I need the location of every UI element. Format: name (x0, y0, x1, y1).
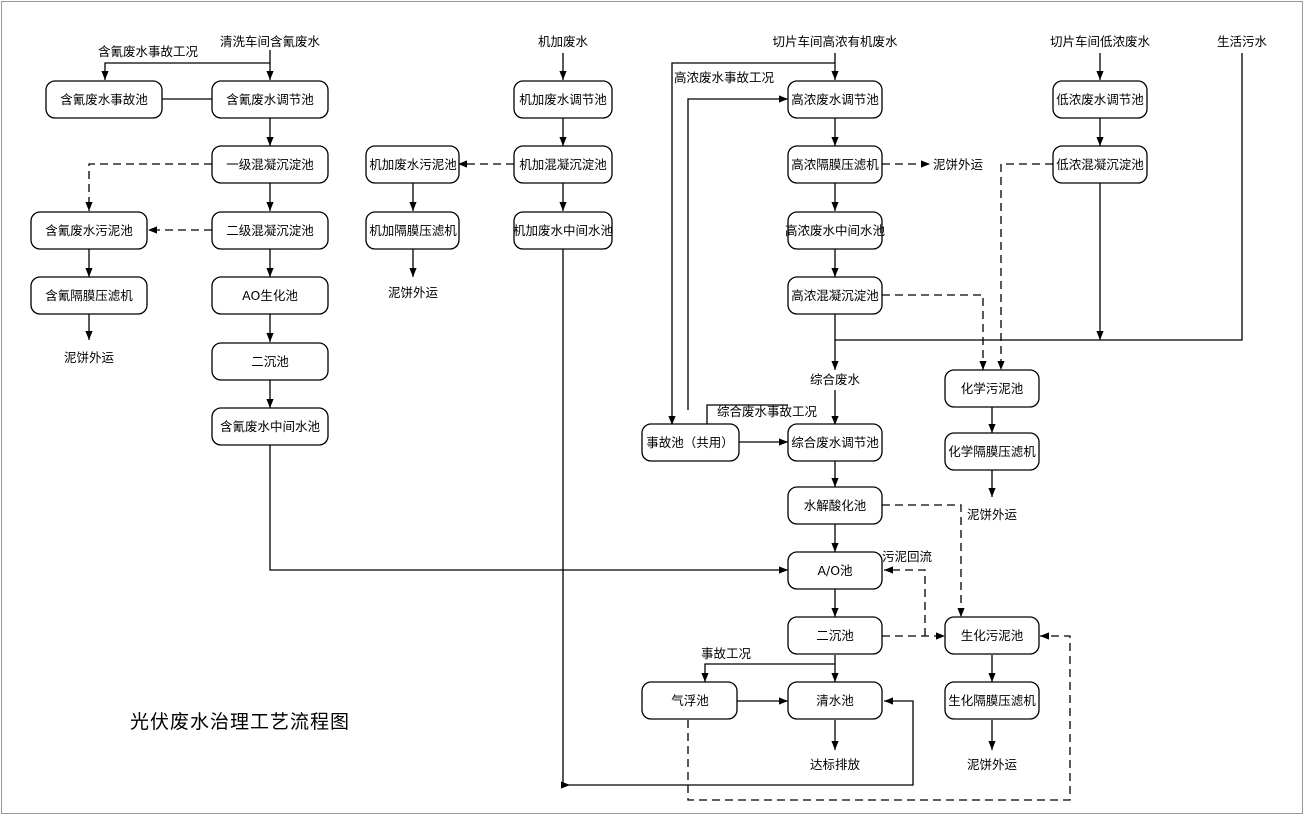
cake-out-cn: 泥饼外运 (64, 350, 115, 365)
node-cn-clarifier: 二沉池 (211, 342, 329, 381)
node-l-regulating: 低浓废水调节池 (1052, 80, 1148, 119)
node-flotation: 气浮池 (641, 681, 738, 720)
node-clarifier: 二沉池 (787, 616, 883, 655)
node-chem-filter: 化学隔膜压滤机 (944, 432, 1040, 471)
node-ao: A/O池 (787, 551, 883, 590)
source-slice-low: 切片车间低浓废水 (1050, 34, 1151, 49)
svg-text:生化污泥池: 生化污泥池 (961, 628, 1024, 643)
node-m-sludge: 机加废水污泥池 (365, 145, 460, 184)
svg-text:二沉池: 二沉池 (251, 354, 289, 369)
labels: 清洗车间含氰废水 含氰废水事故工况 机加废水 切片车间高浓有机废水 切片车间低浓… (64, 34, 1268, 772)
svg-text:AO生化池: AO生化池 (242, 288, 298, 303)
svg-text:低浓废水调节池: 低浓废水调节池 (1056, 92, 1144, 107)
node-cn-accident-pool: 含氰废水事故池 (45, 80, 163, 119)
svg-text:化学污泥池: 化学污泥池 (961, 381, 1024, 396)
svg-text:高浓废水调节池: 高浓废水调节池 (791, 92, 879, 107)
svg-text:事故池（共用）: 事故池（共用） (646, 435, 734, 450)
node-cn-filter: 含氰隔膜压滤机 (30, 276, 148, 315)
node-clear-pool: 清水池 (787, 681, 883, 720)
svg-text:A/O池: A/O池 (817, 563, 853, 578)
svg-text:高浓废水中间水池: 高浓废水中间水池 (785, 223, 886, 238)
node-cn-sludge: 含氰废水污泥池 (30, 211, 148, 250)
node-l-coag: 低浓混凝沉淀池 (1052, 145, 1148, 184)
svg-text:水解酸化池: 水解酸化池 (804, 498, 867, 513)
node-cn-regulating: 含氰废水调节池 (211, 80, 329, 119)
node-cn-intermediate: 含氰废水中间水池 (211, 407, 329, 446)
node-ao-bio: AO生化池 (211, 276, 329, 315)
svg-text:机加废水中间水池: 机加废水中间水池 (513, 223, 614, 238)
source-machining: 机加废水 (538, 34, 589, 49)
node-h-intermediate: 高浓废水中间水池 (785, 211, 886, 250)
label-h-accident: 高浓废水事故工况 (674, 70, 775, 85)
node-h-coag: 高浓混凝沉淀池 (787, 276, 883, 315)
node-h-regulating: 高浓废水调节池 (787, 80, 883, 119)
label-mixed-wastewater: 综合废水 (810, 372, 861, 387)
cake-out-chem: 泥饼外运 (967, 507, 1018, 522)
svg-text:机加废水污泥池: 机加废水污泥池 (369, 157, 457, 172)
node-bio-filter: 生化隔膜压滤机 (944, 681, 1040, 720)
svg-text:含氰废水调节池: 含氰废水调节池 (226, 92, 314, 107)
source-domestic: 生活污水 (1217, 34, 1268, 49)
svg-text:高浓混凝沉淀池: 高浓混凝沉淀池 (791, 288, 879, 303)
svg-text:综合废水调节池: 综合废水调节池 (791, 435, 879, 450)
label-accident: 事故工况 (701, 646, 752, 661)
node-m-coag: 机加混凝沉淀池 (513, 145, 613, 184)
cake-out-bio: 泥饼外运 (967, 757, 1018, 772)
node-chem-sludge: 化学污泥池 (944, 369, 1040, 408)
svg-text:机加废水调节池: 机加废水调节池 (519, 92, 607, 107)
svg-text:清水池: 清水池 (816, 693, 854, 708)
cake-out-m: 泥饼外运 (388, 285, 439, 300)
label-mix-accident: 综合废水事故工况 (717, 404, 818, 419)
svg-text:高浓隔膜压滤机: 高浓隔膜压滤机 (791, 157, 879, 172)
node-m-intermediate: 机加废水中间水池 (513, 211, 614, 250)
source-slice-high: 切片车间高浓有机废水 (772, 34, 898, 49)
svg-text:生化隔膜压滤机: 生化隔膜压滤机 (948, 693, 1036, 708)
svg-text:低浓混凝沉淀池: 低浓混凝沉淀池 (1056, 157, 1144, 172)
svg-text:含氰废水中间水池: 含氰废水中间水池 (220, 419, 321, 434)
label-sludge-return: 污泥回流 (882, 549, 933, 564)
svg-text:一级混凝沉淀池: 一级混凝沉淀池 (226, 157, 314, 172)
label-cn-accident: 含氰废水事故工况 (98, 44, 199, 59)
node-cn-coag1: 一级混凝沉淀池 (211, 145, 329, 184)
svg-text:气浮池: 气浮池 (671, 693, 709, 708)
node-cn-coag2: 二级混凝沉淀池 (211, 211, 329, 250)
svg-text:含氰隔膜压滤机: 含氰隔膜压滤机 (45, 288, 133, 303)
svg-text:机加隔膜压滤机: 机加隔膜压滤机 (369, 223, 457, 238)
node-hydrolysis: 水解酸化池 (787, 486, 883, 525)
node-bio-sludge: 生化污泥池 (944, 616, 1040, 655)
diagram-title: 光伏废水治理工艺流程图 (130, 711, 351, 733)
node-accident-shared: 事故池（共用） (641, 423, 740, 462)
svg-text:二沉池: 二沉池 (816, 628, 854, 643)
label-discharge: 达标排放 (810, 757, 861, 772)
node-h-filter: 高浓隔膜压滤机 (787, 145, 883, 184)
cake-out-h: 泥饼外运 (933, 157, 984, 172)
svg-text:二级混凝沉淀池: 二级混凝沉淀池 (226, 223, 314, 238)
source-cyanide-wash: 清洗车间含氰废水 (220, 34, 321, 49)
svg-text:机加混凝沉淀池: 机加混凝沉淀池 (519, 157, 607, 172)
node-m-regulating: 机加废水调节池 (513, 80, 613, 119)
svg-text:化学隔膜压滤机: 化学隔膜压滤机 (948, 444, 1036, 459)
connector-lines (85, 50, 1243, 801)
svg-text:含氰废水事故池: 含氰废水事故池 (60, 92, 148, 107)
svg-text:含氰废水污泥池: 含氰废水污泥池 (45, 223, 133, 238)
node-m-filter: 机加隔膜压滤机 (365, 211, 460, 250)
node-mix-regulating: 综合废水调节池 (787, 423, 883, 462)
